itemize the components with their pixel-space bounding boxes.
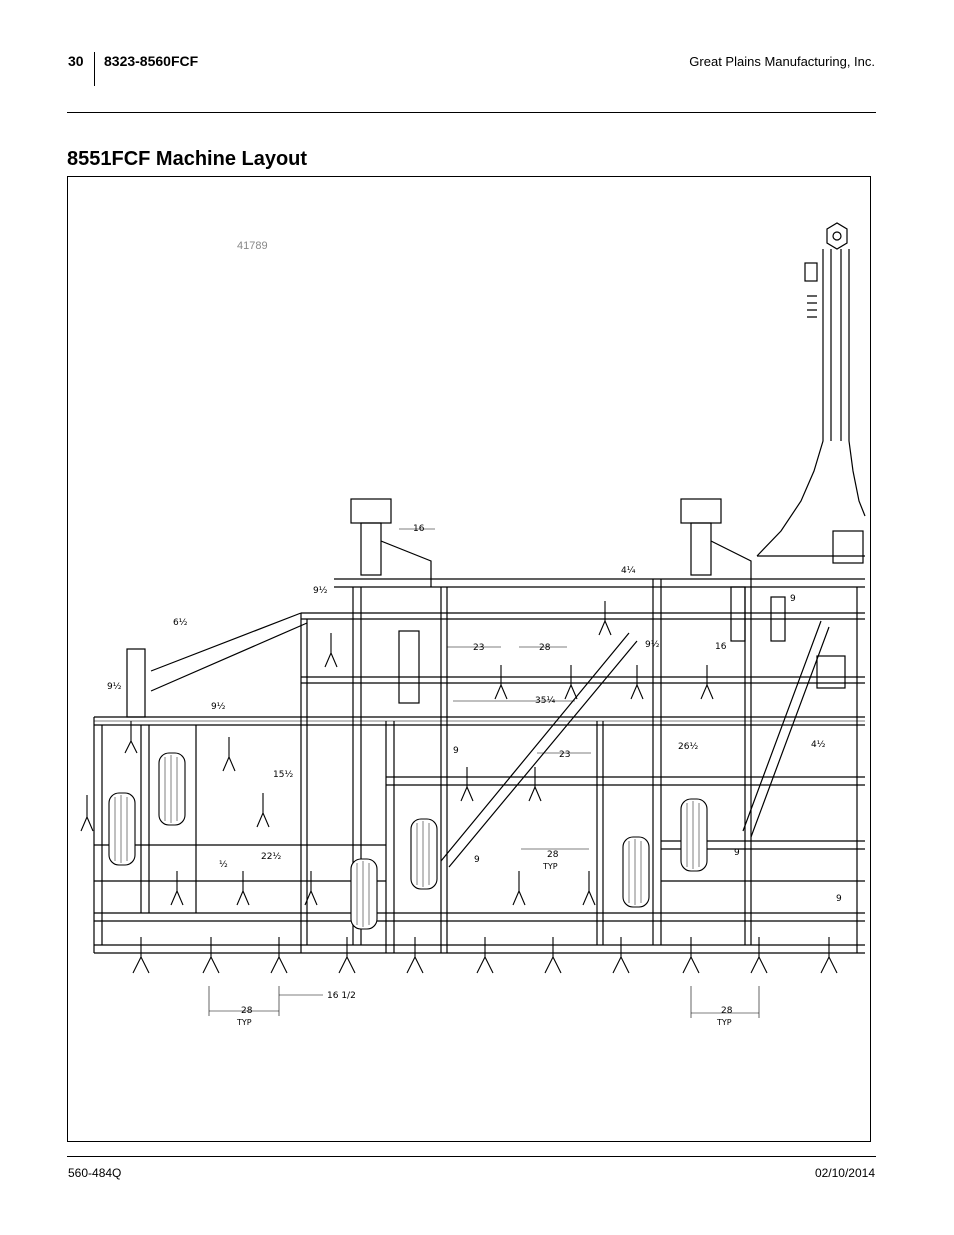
dim-typ-mid: TYP — [542, 862, 558, 871]
header-rule — [67, 112, 876, 113]
dim-9half-left: 9½ — [107, 682, 122, 692]
rear-toolbar — [94, 912, 865, 922]
dim-4half: 4½ — [811, 740, 826, 750]
dim-typ-left: TYP — [236, 1018, 252, 1027]
dim-23-center: 23 — [559, 750, 570, 760]
dim-28-left: 28 — [241, 1006, 253, 1016]
hitch-clevis — [826, 222, 848, 250]
dim-16half-bottom: 16 1/2 — [327, 991, 356, 1001]
tires — [108, 752, 708, 930]
main-toolbar — [94, 716, 865, 726]
dim-22half: 22½ — [261, 852, 281, 862]
dimension-labels: 16 9½ 4¼ 6½ 9 23 28 9½ 16 9½ 35¼ 9½ 9 23… — [107, 524, 842, 1027]
machine-layout-drawing: 16 9½ 4¼ 6½ 9 23 28 9½ 16 9½ 35¼ 9½ 9 23… — [80, 222, 866, 1027]
dim-28-upper: 28 — [539, 643, 551, 653]
document-id: 8323-8560FCF — [104, 53, 199, 69]
dim-9half-mid: 9½ — [645, 640, 660, 650]
dim-16-top: 16 — [413, 524, 425, 534]
dim-16-right: 16 — [715, 642, 727, 652]
page-number: 30 — [68, 53, 84, 69]
dim-typ-right: TYP — [716, 1018, 732, 1027]
dim-9-far: 9 — [734, 848, 740, 858]
dim-28-right: 28 — [721, 1006, 733, 1016]
page-title: 8551FCF Machine Layout — [67, 148, 308, 170]
dim-23-upper: 23 — [473, 643, 484, 653]
dim-35quarter: 35¼ — [535, 696, 555, 706]
dim-9-lower: 9 — [474, 855, 480, 865]
dim-9half-upper: 9½ — [313, 586, 328, 596]
dim-half: ½ — [219, 860, 228, 870]
dim-9half-center: 9½ — [211, 702, 226, 712]
dim-4quarter: 4¼ — [621, 566, 636, 576]
dim-28-mid: 28 — [547, 850, 559, 860]
footer-rule — [67, 1156, 876, 1157]
frame-structure — [93, 222, 866, 954]
tire-treads — [114, 755, 700, 927]
footer-date: 02/10/2014 — [814, 1166, 875, 1180]
tongue-box — [832, 530, 864, 564]
shanks — [80, 601, 838, 974]
dim-9-center: 9 — [453, 746, 459, 756]
manual-number: 560-484Q — [68, 1166, 122, 1180]
dim-6half: 6½ — [173, 618, 188, 628]
header-divider — [94, 52, 95, 86]
dim-15half: 15½ — [273, 770, 293, 780]
dim-9-right: 9 — [790, 594, 796, 604]
figure-frame: 16 9½ 4¼ 6½ 9 23 28 9½ 16 9½ 35¼ 9½ 9 23… — [67, 176, 871, 1142]
dim-9-edge: 9 — [836, 894, 842, 904]
figure-number: 41789 — [237, 240, 268, 252]
front-bar — [334, 578, 865, 588]
dimension-lines — [208, 528, 760, 1018]
company-name: Great Plains Manufacturing, Inc. — [689, 54, 875, 69]
dim-26half: 26½ — [678, 742, 698, 752]
